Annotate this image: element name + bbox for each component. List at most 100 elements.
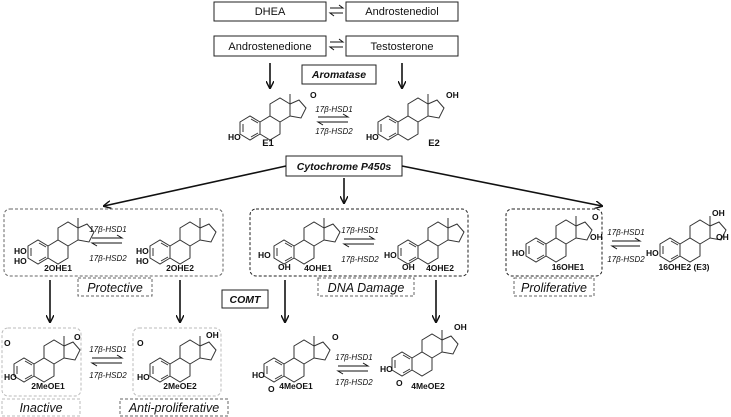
svg-text:HO: HO (646, 248, 659, 258)
4meoe2-structure: HO O OH (380, 322, 467, 388)
svg-text:O: O (268, 384, 275, 394)
svg-text:17β-HSD1: 17β-HSD1 (315, 105, 352, 114)
arrow-p450-to-2oh (104, 165, 287, 206)
svg-text:HO: HO (384, 250, 397, 260)
svg-text:O: O (592, 212, 599, 222)
hsd-pair-4meo: 17β-HSD1 17β-HSD2 (335, 353, 373, 387)
svg-text:O: O (137, 338, 144, 348)
cytochrome-p450s-label: Cytochrome P450s (285, 155, 403, 177)
4ohe2-structure: HO OH (384, 217, 465, 272)
svg-text:17β-HSD1: 17β-HSD1 (335, 353, 372, 362)
svg-text:17β-HSD1: 17β-HSD1 (341, 226, 378, 235)
svg-text:Proliferative: Proliferative (521, 281, 587, 295)
2ohe1-label: 2OHE1 (44, 263, 72, 273)
16ohe2-structure: HO OH OH (646, 208, 729, 263)
svg-text:17β-HSD2: 17β-HSD2 (607, 255, 645, 264)
hsd-pair-e1-e2: 17β-HSD1 17β-HSD2 (315, 105, 353, 136)
hsd-pair-16oh: 17β-HSD1 17β-HSD2 (607, 228, 645, 264)
svg-text:O: O (4, 338, 11, 348)
svg-text:17β-HSD2: 17β-HSD2 (335, 378, 373, 387)
svg-text:HO: HO (136, 256, 149, 266)
dna-damage-label: DNA Damage (317, 277, 415, 297)
16ohe2-label: 16OHE2 (E3) (658, 262, 709, 272)
svg-text:HO: HO (136, 246, 149, 256)
hsd-pair-2meo: 17β-HSD1 17β-HSD2 (89, 345, 127, 380)
2meoe2-label: 2MeOE2 (163, 381, 197, 391)
svg-text:O: O (310, 90, 317, 100)
2meoe2-structure: O HO OH (137, 330, 219, 383)
precursor-dhea: DHEA (213, 1, 327, 22)
svg-text:17β-HSD2: 17β-HSD2 (315, 127, 353, 136)
e2-structure: HO OH (366, 90, 459, 142)
equilibrium-arrow-androstenedione-testosterone (328, 38, 345, 51)
svg-text:OH: OH (278, 262, 291, 272)
precursor-androstenedione: Androstenedione (213, 35, 327, 57)
svg-text:17β-HSD2: 17β-HSD2 (89, 371, 127, 380)
4meoe1-structure: HO O O (252, 332, 339, 394)
svg-text:DNA Damage: DNA Damage (328, 281, 405, 295)
svg-text:17β-HSD1: 17β-HSD1 (607, 228, 644, 237)
2ohe1-structure: HO HO (14, 217, 95, 266)
svg-text:17β-HSD1: 17β-HSD1 (89, 345, 126, 354)
svg-text:O: O (332, 332, 339, 342)
precursor-testosterone: Testosterone (345, 35, 459, 57)
proliferative-label: Proliferative (513, 277, 595, 297)
svg-text:O: O (74, 332, 81, 342)
svg-text:Androstenediol: Androstenediol (365, 6, 438, 18)
svg-text:DHEA: DHEA (255, 6, 286, 18)
4ohe1-label: 4OHE1 (304, 263, 332, 273)
svg-text:HO: HO (14, 256, 27, 266)
4meoe2-label: 4MeOE2 (411, 381, 445, 391)
svg-text:OH: OH (454, 322, 467, 332)
svg-text:HO: HO (4, 372, 17, 382)
4ohe1-structure: HO OH (258, 217, 341, 272)
4oh-group-box (249, 208, 469, 277)
svg-text:Protective: Protective (87, 281, 143, 295)
4meoe1-label: 4MeOE1 (279, 381, 313, 391)
e2-label: E2 (428, 138, 440, 149)
4ohe2-label: 4OHE2 (426, 263, 454, 273)
equilibrium-arrow-dhea-androstenediol (328, 4, 345, 17)
inactive-label: Inactive (1, 398, 81, 417)
svg-text:Androstenedione: Androstenedione (228, 41, 311, 53)
comt-label: COMT (221, 289, 269, 309)
svg-text:OH: OH (590, 232, 603, 242)
svg-text:HO: HO (366, 132, 379, 142)
precursor-androstenediol: Androstenediol (345, 1, 459, 22)
svg-text:Aromatase: Aromatase (311, 69, 366, 81)
e1-label: E1 (262, 138, 274, 149)
svg-text:HO: HO (137, 372, 150, 382)
2ohe2-label: 2OHE2 (166, 263, 194, 273)
16oh-group-box (505, 208, 603, 277)
svg-text:OH: OH (402, 262, 415, 272)
svg-text:HO: HO (380, 364, 393, 374)
hsd-pair-4oh: 17β-HSD1 17β-HSD2 (341, 226, 379, 264)
svg-text:17β-HSD2: 17β-HSD2 (89, 254, 127, 263)
16ohe1-structure: HO O OH (512, 212, 603, 263)
svg-text:HO: HO (14, 246, 27, 256)
protective-label: Protective (77, 277, 153, 297)
svg-text:COMT: COMT (230, 294, 262, 306)
svg-text:Inactive: Inactive (19, 401, 62, 415)
svg-text:HO: HO (252, 370, 265, 380)
hsd-pair-2oh: 17β-HSD1 17β-HSD2 (89, 225, 127, 263)
svg-text:HO: HO (512, 248, 525, 258)
svg-text:OH: OH (206, 330, 219, 340)
svg-text:HO: HO (258, 250, 271, 260)
svg-text:Cytochrome P450s: Cytochrome P450s (297, 161, 392, 173)
svg-text:Anti-proliferative: Anti-proliferative (128, 401, 219, 415)
svg-text:Testosterone: Testosterone (371, 41, 434, 53)
svg-text:OH: OH (446, 90, 459, 100)
2ohe2-structure: HO HO (136, 217, 217, 266)
16ohe1-label: 16OHE1 (552, 262, 585, 272)
svg-text:OH: OH (712, 208, 725, 218)
aromatase-label: Aromatase (301, 64, 377, 85)
2meoe1-box (1, 327, 82, 397)
svg-text:HO: HO (228, 132, 241, 142)
2meoe1-label: 2MeOE1 (31, 381, 65, 391)
svg-text:O: O (396, 378, 403, 388)
e1-structure: HO O (228, 90, 317, 142)
2meoe1-structure: O HO O (4, 332, 81, 383)
svg-text:17β-HSD1: 17β-HSD1 (89, 225, 126, 234)
